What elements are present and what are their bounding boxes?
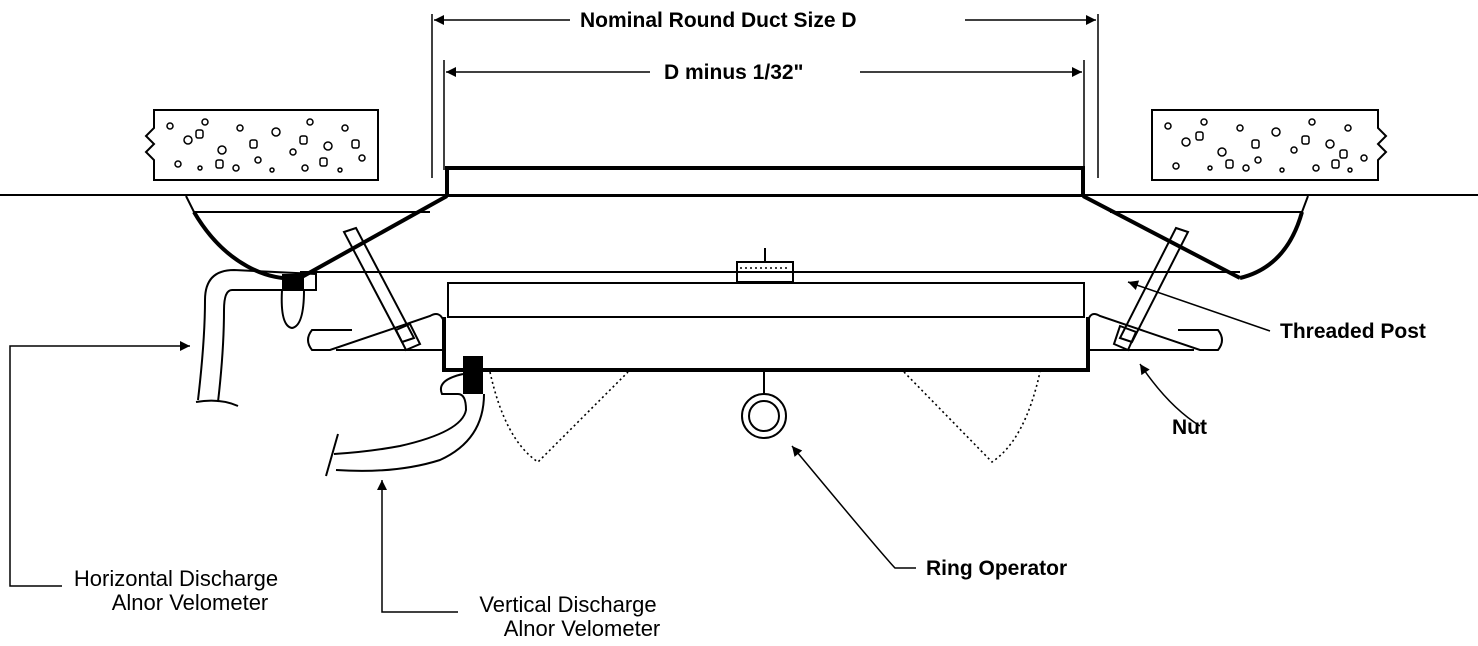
nominal-dimension: Nominal Round Duct Size D	[431, 9, 1099, 178]
center-tab	[736, 248, 794, 283]
deflector-arc-right	[903, 371, 1041, 464]
callout-horizontal-velometer: Horizontal Discharge Alnor Velometer	[9, 341, 278, 615]
inner-cone	[307, 282, 1223, 372]
diffuser-outer-cone	[185, 166, 1309, 281]
d-minus-dimension: D minus 1/32"	[443, 60, 1085, 170]
threaded-post-left	[342, 226, 422, 352]
concrete-slab-left	[144, 109, 379, 181]
callout-nut: Nut	[1139, 363, 1207, 439]
vertical-velometer-probe	[325, 356, 485, 477]
ring-operator-label: Ring Operator	[926, 557, 1067, 580]
d-minus-label: D minus 1/32"	[664, 61, 804, 84]
horizontal-discharge-label: Horizontal Discharge	[74, 566, 278, 591]
nominal-duct-size-label: Nominal Round Duct Size D	[580, 9, 857, 32]
threaded-post-right	[1112, 226, 1190, 352]
callout-vertical-velometer: Vertical Discharge Alnor Velometer	[377, 480, 661, 641]
concrete-slab-right	[1151, 109, 1388, 181]
callout-threaded-post: Threaded Post	[1127, 280, 1426, 343]
vertical-discharge-label: Vertical Discharge	[479, 592, 656, 617]
horizontal-velometer-probe	[195, 268, 317, 407]
vertical-velometer-label: Alnor Velometer	[504, 616, 661, 641]
threaded-post-label: Threaded Post	[1280, 320, 1426, 343]
horizontal-velometer-label: Alnor Velometer	[112, 590, 269, 615]
callout-ring-operator: Ring Operator	[791, 445, 1067, 580]
ring-operator	[741, 371, 787, 439]
nut-label: Nut	[1172, 416, 1207, 439]
deflector-arc-left	[489, 371, 629, 464]
